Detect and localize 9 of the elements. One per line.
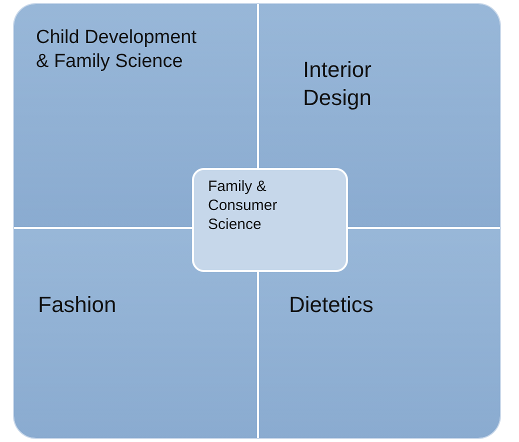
quadrant-label: Interior Design [303, 56, 372, 111]
quadrant-label: Child Development & Family Science [36, 26, 198, 74]
center-label: Family & Consumer Science [208, 178, 278, 234]
panel-background [14, 4, 500, 438]
quadrant-label: Fashion [38, 291, 118, 318]
quadrant-label: Dietetics [289, 291, 374, 318]
quadrant-panel [14, 229, 257, 438]
quadrant-panel [259, 229, 500, 438]
center-box [192, 168, 348, 272]
